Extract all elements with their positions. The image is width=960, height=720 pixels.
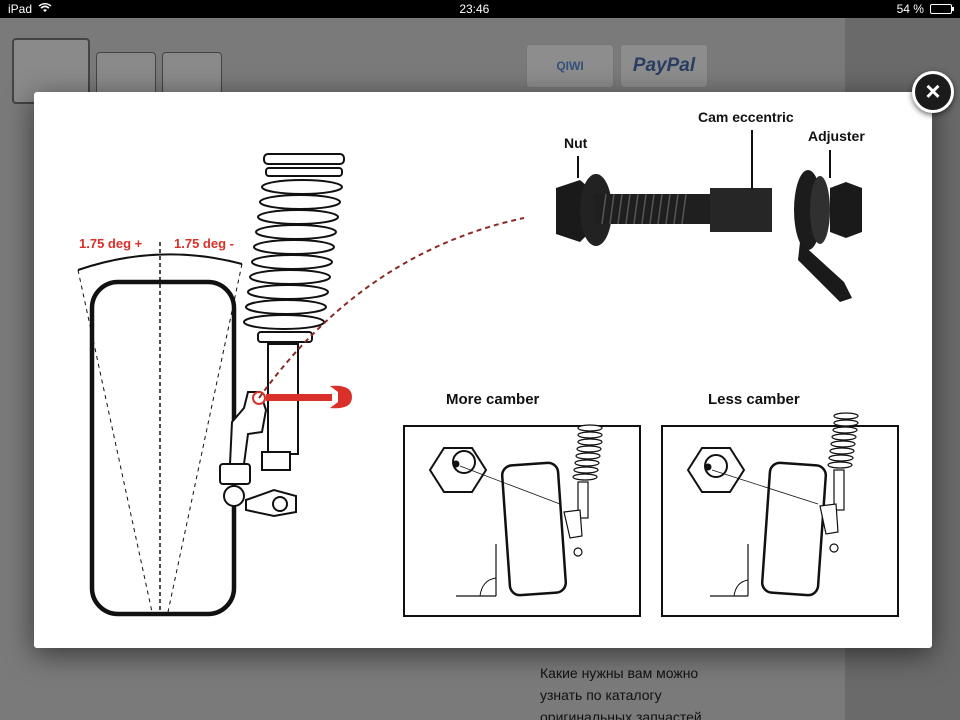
- camber-line-right: [167, 263, 243, 613]
- caption-line: Какие нужны вам можно: [540, 665, 699, 681]
- angle-arc: [77, 253, 243, 271]
- qiwi-badge[interactable]: QIWI: [526, 44, 614, 88]
- paypal-badge[interactable]: PayPal: [620, 44, 708, 88]
- caption-line: оригинальных запчастей: [540, 709, 702, 720]
- page-caption: Какие нужны вам можно узнать по каталогу…: [540, 662, 702, 720]
- camber-line-left: [77, 269, 153, 613]
- clock: 23:46: [459, 2, 490, 16]
- more-camber-title: More camber: [446, 391, 540, 408]
- wrench-icon: [266, 385, 352, 409]
- camber-diagram: 1.75 deg + 1.75 deg -: [77, 109, 899, 617]
- close-button[interactable]: ×: [912, 71, 954, 113]
- less-camber-title: Less camber: [708, 391, 800, 408]
- less-camber-panel: [661, 412, 899, 617]
- leader-curve: [258, 217, 525, 399]
- wifi-icon: [38, 2, 52, 16]
- more-camber-panel: [403, 424, 641, 617]
- status-bar: iPad 23:46 54 %: [0, 0, 960, 18]
- cam-eccentric-label: Cam eccentric: [698, 109, 794, 125]
- knuckle-bracket: [219, 391, 297, 518]
- battery-icon: [929, 4, 954, 14]
- nut-label: Nut: [564, 135, 588, 151]
- image-lightbox: 1.75 deg + 1.75 deg -: [34, 92, 932, 648]
- cam-bolt-illustration: [556, 170, 862, 302]
- caption-line: узнать по каталогу: [540, 687, 662, 703]
- device-name: iPad: [8, 2, 33, 16]
- angle-negative-label: 1.75 deg -: [174, 236, 234, 251]
- adjuster-label: Adjuster: [808, 128, 865, 144]
- angle-positive-label: 1.75 deg +: [79, 236, 143, 251]
- tire-outline: [89, 279, 237, 617]
- battery-percent: 54 %: [896, 2, 924, 16]
